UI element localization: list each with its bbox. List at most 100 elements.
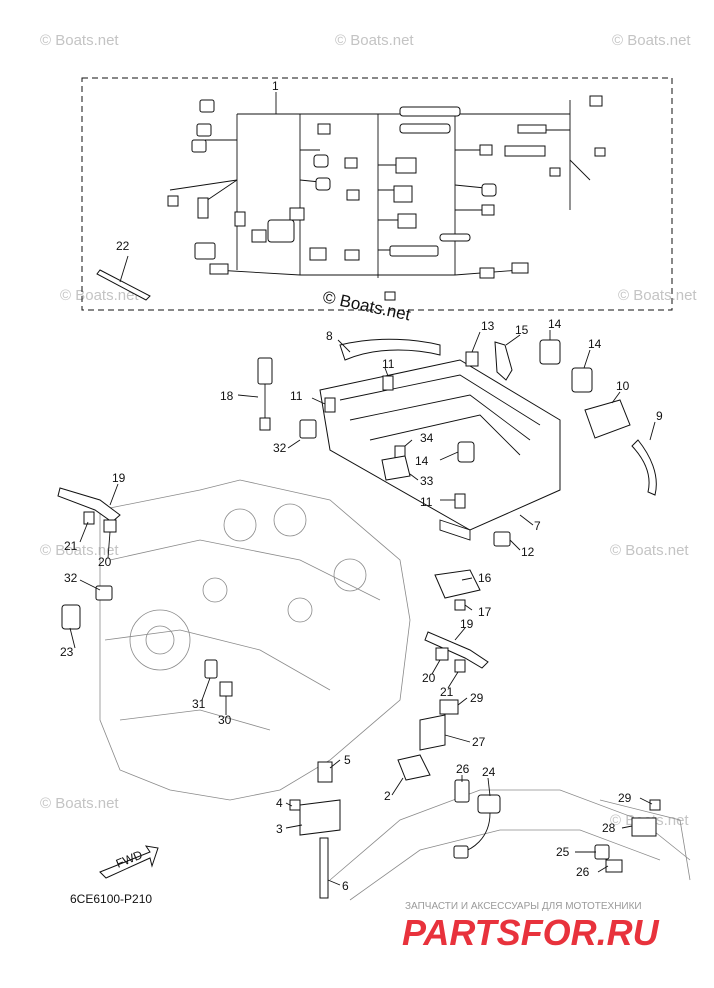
callout-29: 29 <box>618 791 632 805</box>
part-21b <box>454 659 466 673</box>
callout-26: 26 <box>456 762 470 776</box>
engine-block <box>99 479 411 801</box>
callout-31: 31 <box>192 697 206 711</box>
part-22-tie-strap <box>96 269 151 301</box>
callout-16: 16 <box>478 571 492 585</box>
part-23-sensor <box>61 604 81 630</box>
part-32b-clip <box>299 419 317 439</box>
callout-21: 21 <box>64 539 78 553</box>
callout-11: 11 <box>382 357 395 371</box>
watermark: © Boats.net <box>335 32 414 49</box>
callout-11: 11 <box>420 495 433 509</box>
leader-lines <box>69 92 656 886</box>
part-14b <box>571 367 593 393</box>
callout-7: 7 <box>534 519 541 533</box>
watermark: © Boats.net <box>610 542 689 559</box>
wire-harness <box>167 95 606 301</box>
watermark: © Boats.net <box>60 287 139 304</box>
part-11b <box>382 375 394 391</box>
callout-3: 3 <box>276 822 283 836</box>
partsfor-logo: PARTSFOR.RU <box>402 912 660 953</box>
part-26a <box>454 779 470 803</box>
part-5-clip <box>317 761 333 783</box>
part-8-strip <box>339 338 441 361</box>
callout-28: 28 <box>602 821 616 835</box>
part-11c <box>454 493 466 509</box>
callout-5: 5 <box>344 753 351 767</box>
callout-29: 29 <box>470 691 484 705</box>
callout-20: 20 <box>98 555 112 569</box>
callout-13: 13 <box>481 319 495 333</box>
part-14a <box>539 339 561 365</box>
part-20b <box>435 647 449 661</box>
callout-32: 32 <box>64 571 78 585</box>
callout-10: 10 <box>616 379 630 393</box>
part-31 <box>204 659 218 679</box>
watermark: © Boats.net <box>618 287 697 304</box>
part-29b-bolt <box>649 799 661 811</box>
callout-14: 14 <box>588 337 602 351</box>
part-27-holder <box>419 714 446 751</box>
part-17-bolt <box>454 599 466 611</box>
callout-25: 25 <box>556 845 570 859</box>
part-20a <box>103 519 117 533</box>
watermark: © Boats.net <box>40 795 119 812</box>
callout-33: 33 <box>420 474 434 488</box>
callout-23: 23 <box>60 645 74 659</box>
part-13 <box>465 351 479 367</box>
harness-kit-box <box>81 77 673 311</box>
callout-2: 2 <box>384 789 391 803</box>
callouts: 1 22 18 8 11 11 13 15 14 14 10 9 34 32 3… <box>60 79 663 893</box>
lower-bracket-area <box>329 789 691 901</box>
callout-17: 17 <box>478 605 492 619</box>
callout-22: 22 <box>116 239 130 253</box>
callout-21: 21 <box>440 685 454 699</box>
diagram-code: 6CE6100-P210 <box>70 892 152 906</box>
callout-9: 9 <box>656 409 663 423</box>
part-26b <box>605 859 623 873</box>
part-25 <box>594 844 610 860</box>
part-19b-sensor <box>424 631 489 669</box>
callout-18: 18 <box>220 389 234 403</box>
footer-tagline: ЗАПЧАСТИ И АКСЕССУАРЫ ДЛЯ МОТОТЕХНИКИ <box>405 901 642 912</box>
callout-1: 1 <box>272 79 279 93</box>
part-11a <box>324 397 336 413</box>
part-21a <box>83 511 95 525</box>
watermark: © Boats.net <box>612 32 691 49</box>
part-14c <box>457 441 475 463</box>
fwd-arrow: FWD <box>99 845 159 879</box>
callout-6: 6 <box>342 879 349 893</box>
callout-19: 19 <box>112 471 126 485</box>
part-16-plate <box>434 569 481 599</box>
part-2-clamp <box>397 754 431 781</box>
footer-branding: ЗАПЧАСТИ И АКСЕССУАРЫ ДЛЯ МОТОТЕХНИКИ PA… <box>402 901 660 953</box>
part-10-protector <box>584 399 631 439</box>
part-15-clamp <box>494 341 513 381</box>
callout-27: 27 <box>472 735 486 749</box>
callout-15: 15 <box>515 323 529 337</box>
part-29a-bolt <box>439 699 459 715</box>
callout-14: 14 <box>415 454 429 468</box>
callout-19: 19 <box>460 617 474 631</box>
callout-20: 20 <box>422 671 436 685</box>
part-28 <box>631 817 657 837</box>
part-32-clip <box>95 585 113 601</box>
part-18-sensor <box>257 357 273 385</box>
callout-4: 4 <box>276 796 283 810</box>
part-33 <box>381 455 411 481</box>
center-watermark: © Boats.net <box>321 287 412 324</box>
callout-24: 24 <box>482 765 496 779</box>
callout-11: 11 <box>290 389 303 403</box>
part-12 <box>493 531 511 547</box>
watermark: © Boats.net <box>40 32 119 49</box>
callout-26: 26 <box>576 865 590 879</box>
part-24-sensor <box>477 794 501 814</box>
part-30 <box>219 681 233 697</box>
part-7-wiring-guide <box>319 359 561 541</box>
callout-32: 32 <box>273 441 287 455</box>
part-3-bracket <box>299 799 341 836</box>
watermark: © Boats.net <box>40 542 119 559</box>
callout-14: 14 <box>548 317 562 331</box>
part-9-strip <box>631 439 657 496</box>
